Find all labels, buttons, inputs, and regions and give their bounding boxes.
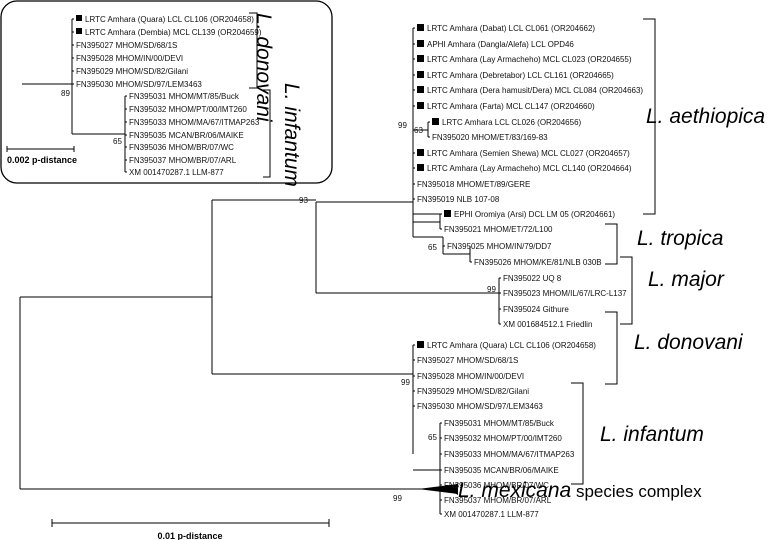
clade-bracket-major: [620, 256, 633, 325]
leaf-label: LRTC Amhara (Lay Armacheho) MCL CL023 (O…: [427, 55, 632, 64]
tree-branches: [19, 27, 501, 515]
clade-label-mexicana: L. mexicana species complex: [458, 479, 702, 502]
leaf-marker-square: [432, 118, 439, 125]
leaf-marker-square: [417, 55, 424, 62]
inset-frame: [0, 0, 333, 184]
leaf-label: FN395037 MHOM/BR/07/ARL: [444, 496, 552, 505]
leaf-label: LRTC Amhara (Farta) MCL CL147 (OR204660): [427, 102, 595, 111]
leaf-label: XM 001684512.1 Friedlin: [503, 320, 592, 329]
clade-bracket-tropica: [605, 223, 618, 265]
leaf-label: FN395028 MHOM/IN/00/DEVI: [417, 372, 524, 381]
inset-leaf-label: FN395029 MHOM/SD/82/Gilani: [76, 67, 188, 76]
inset-leaf-label: FN395027 MHOM/SD/68/1S: [76, 41, 177, 50]
inset-panel: LRTC Amhara (Quara) LCL CL106 (OR204658)…: [0, 0, 333, 187]
leaf-label: LRTC Amhara (Dera hamusit/Dera) MCL CL08…: [427, 86, 643, 95]
inset-clade-label-donovani: L. donovani: [252, 13, 275, 123]
leaf-marker-square: [417, 86, 424, 93]
leaf-marker-square: [417, 40, 424, 47]
leaf-label: FN395035 MCAN/BR/06/MAIKE: [444, 466, 559, 475]
leaf-marker-square: [417, 341, 424, 348]
leaf-marker-square: [417, 71, 424, 78]
leaf-label: FN395025 MHOM/IN/79/DD7: [447, 242, 552, 251]
inset-bootstrap-donovani: 89: [61, 89, 70, 98]
leaf-label: FN395027 MHOM/SD/68/1S: [417, 356, 518, 365]
leaf-label: FN395020 MHOM/ET/83/169-83: [432, 133, 548, 142]
inset-tree: LRTC Amhara (Quara) LCL CL106 (OR204658)…: [22, 12, 271, 178]
inset-leaf-label: FN395037 MHOM/BR/07/ARL: [129, 156, 237, 165]
leaf-label: FN395026 MHOM/KE/81/NLB 030B: [474, 258, 602, 267]
bootstrap-infantum: 65: [428, 433, 437, 442]
leaf-label: LRTC Amhara (Debretabor) LCL CL161 (OR20…: [427, 71, 614, 80]
clade-label-mexicana-suffix: species complex: [571, 482, 702, 501]
leaf-label: APHI Amhara (Dangla/Alefa) LCL OPD46: [427, 40, 574, 49]
inset-leaf-label: FN395028 MHOM/IN/00/DEVI: [76, 54, 183, 63]
inset-scale-label: 0.002 p-distance: [7, 155, 77, 165]
leaf-label: LRTC Amhara (Quara) LCL CL106 (OR204658): [427, 341, 596, 350]
leaf-label: FN395023 MHOM/IL/67/LRC-L137: [503, 289, 627, 298]
leaf-label: FN395036 MHOM/BR/07/WC: [444, 481, 549, 490]
inset-leaf-label: LRTC Amhara (Quara) LCL CL106 (OR204658): [85, 15, 254, 24]
inset-leaf-label: FN395033 MHOM/MA/67/ITMAP263: [129, 118, 260, 127]
inset-leaf-marker-square: [76, 28, 82, 34]
inset-leaf-label: LRTC Amhara (Dembia) MCL CL139 (OR204659…: [85, 28, 262, 37]
leaf-label: LRTC Amhara (Dabat) LCL CL061 (OR204662): [427, 24, 595, 33]
clade-label-mexicana-name: L. mexicana: [458, 479, 571, 502]
bootstrap-values: 63 99 93 65 99 99 65 99: [299, 121, 496, 503]
leaf-marker-square: [444, 210, 451, 217]
bootstrap-donovani_infantum: 99: [401, 378, 410, 387]
inset-leaf-label: FN395032 MHOM/PT/00/IMT260: [129, 105, 247, 114]
leaf-marker-square: [417, 149, 424, 156]
inset-clade-label-infantum: L. infantum: [280, 83, 303, 187]
bootstrap-aethiopica_tropica: 93: [299, 196, 308, 205]
leaf-label: FN395033 MHOM/MA/67/ITMAP263: [444, 450, 575, 459]
clade-bracket-donovani: [605, 311, 618, 385]
leaf-label: LRTC Amhara LCL CL026 (OR204656): [442, 118, 582, 127]
leaf-label: FN395032 MHOM/PT/00/IMT260: [444, 434, 562, 443]
clade-bracket-aethiopica: [643, 18, 656, 215]
mexicana-collapsed-wedge: [418, 484, 458, 494]
bootstrap-tropica: 65: [428, 243, 437, 252]
leaf-label: LRTC Amhara (Semien Shewa) MCL CL027 (OR…: [427, 149, 630, 158]
bootstrap-aethiopica: 99: [398, 121, 407, 130]
leaf-labels: LRTC Amhara (Dabat) LCL CL061 (OR204662)…: [417, 24, 643, 519]
leaf-label: FN395030 MHOM/SD/97/LEM3463: [417, 402, 543, 411]
inset-bracket-infantum: [263, 89, 271, 178]
leaf-label: XM 001470287.1 LLM-877: [444, 510, 539, 519]
leaf-markers: [417, 24, 451, 348]
clade-label-aethiopica: L. aethiopica: [646, 105, 765, 128]
leaf-marker-square: [417, 102, 424, 109]
leaf-label: EPHI Oromiya (Arsi) DCL LM 05 (OR204661): [454, 210, 615, 219]
clade-brackets: [571, 18, 656, 485]
leaf-label: FN395031 MHOM/MT/85/Buck: [444, 419, 555, 428]
leaf-label: LRTC Amhara (Lay Armacheho) MCL CL140 (O…: [427, 164, 632, 173]
leaf-marker-square: [417, 24, 424, 31]
inset-leaf-label: FN395031 MHOM/MT/85/Buck: [129, 92, 240, 101]
inset-bracket-donovani: [249, 12, 258, 89]
leaf-label: FN395019 NLB 107-08: [417, 195, 500, 204]
main-scale-label: 0.01 p-distance: [157, 531, 222, 540]
inset-leaf-label: FN395036 MHOM/BR/07/WC: [129, 143, 234, 152]
clade-bracket-infantum: [571, 382, 584, 485]
bootstrap-aethiopica_inner: 63: [414, 126, 423, 135]
main-scale-bar: [51, 519, 330, 527]
inset-bootstrap-infantum: 65: [113, 137, 122, 146]
clade-label-donovani: L. donovani: [634, 331, 744, 354]
clade-label-infantum: L. infantum: [600, 423, 704, 446]
leaf-label: FN395018 MHOM/ET/89/GERE: [417, 180, 530, 189]
leaf-label: FN395029 MHOM/SD/82/Gilani: [417, 387, 529, 396]
leaf-marker-square: [417, 164, 424, 171]
leaf-label: FN395024 Githure: [503, 305, 569, 314]
inset-leaf-marker-square: [76, 15, 82, 21]
bootstrap-mexicana: 99: [393, 494, 402, 503]
inset-leaf-label: FN395035 MCAN/BR/06/MAIKE: [129, 131, 244, 140]
clade-label-tropica: L. tropica: [637, 227, 723, 250]
clade-label-major: L. major: [648, 268, 725, 291]
leaf-label: FN395021 MHOM/ET/72/L100: [444, 225, 553, 234]
inset-leaf-label: FN395030 MHOM/SD/97/LEM3463: [76, 80, 202, 89]
leaf-label: FN395022 UQ 8: [503, 274, 562, 283]
inset-leaf-label: XM 001470287.1 LLM-877: [129, 168, 224, 177]
bootstrap-major: 99: [487, 285, 496, 294]
